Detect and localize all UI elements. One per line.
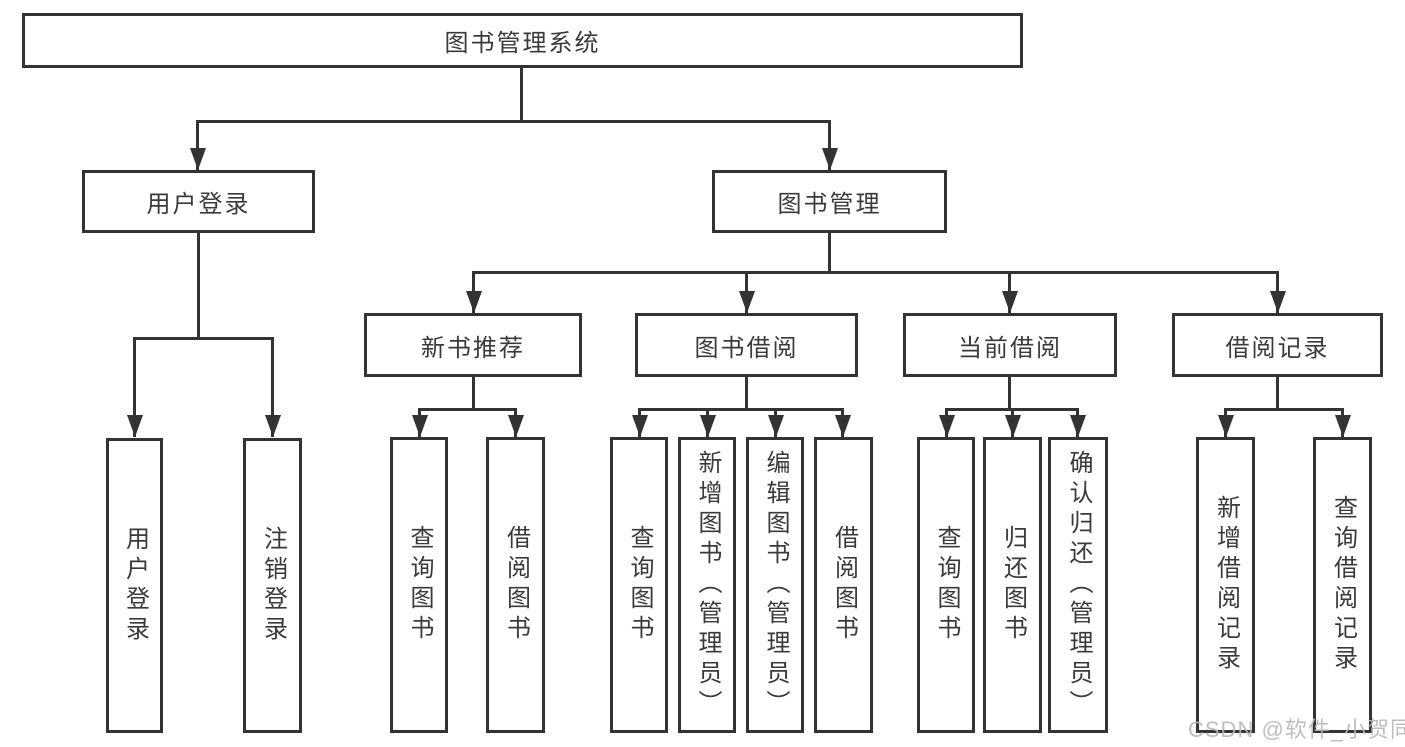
- connector-vline: [1008, 377, 1011, 408]
- node-label: 查询图书: [933, 525, 960, 645]
- leaf-logout: 注销登录: [243, 438, 302, 733]
- node-label: 借阅图书: [830, 525, 858, 645]
- connector-hline: [197, 120, 831, 123]
- arrow-down-icon: [1217, 408, 1234, 437]
- arrow-down-icon: [821, 120, 838, 170]
- arrow-down-icon: [738, 271, 755, 313]
- arrow-down-icon: [507, 408, 524, 437]
- connector-vline: [828, 233, 831, 271]
- arrow-down-icon: [1004, 408, 1021, 437]
- leaf-add-borrowing-record: 新增借阅记录: [1196, 437, 1255, 733]
- connector-vline: [472, 377, 475, 408]
- connector-hline: [638, 408, 843, 411]
- connector-vline: [1276, 377, 1279, 408]
- connector-vline: [197, 233, 200, 337]
- connector-hline: [418, 408, 516, 411]
- leaf-borrow-books: 借阅图书: [814, 437, 873, 733]
- node-label: 新增图书（管理员）: [694, 450, 721, 720]
- connector-hline: [133, 337, 273, 340]
- node-label: 当前借阅: [958, 334, 1062, 362]
- connector-vline: [520, 68, 523, 120]
- arrow-down-icon: [834, 408, 851, 437]
- leaf-query-books-current: 查询图书: [917, 437, 975, 733]
- connector-hline: [472, 271, 1278, 274]
- node-book-management: 图书管理: [712, 170, 947, 233]
- node-new-book-recommendation: 新书推荐: [364, 313, 582, 377]
- leaf-return-books: 归还图书: [983, 437, 1042, 733]
- arrow-down-icon: [189, 120, 206, 170]
- node-label: 新增借阅记录: [1212, 495, 1240, 675]
- node-label: 确认归还（管理员）: [1065, 450, 1092, 720]
- arrow-down-icon: [411, 408, 428, 437]
- leaf-query-books-recommendation: 查询图书: [390, 437, 448, 733]
- arrow-down-icon: [264, 337, 281, 437]
- leaf-user-login: 用户登录: [106, 438, 163, 733]
- node-borrowing-records: 借阅记录: [1172, 313, 1383, 377]
- node-label: 图书借阅: [694, 334, 799, 362]
- node-library-system: 图书管理系统: [22, 13, 1023, 68]
- node-label: 用户登录: [121, 525, 149, 646]
- node-label: 归还图书: [999, 525, 1027, 645]
- node-label: 用户登录: [146, 191, 251, 218]
- node-label: 查询借阅记录: [1329, 495, 1357, 675]
- leaf-edit-book-admin: 编辑图书（管理员）: [746, 437, 804, 733]
- node-label: 图书管理: [777, 191, 882, 218]
- csdn-watermark: CSDN @软件_小贺同学: [1188, 717, 1405, 742]
- leaf-borrow-books-recommendation: 借阅图书: [486, 437, 545, 733]
- connector-vline: [745, 377, 748, 408]
- node-label: 注销登录: [259, 525, 287, 646]
- arrow-down-icon: [1334, 408, 1351, 437]
- node-label: 查询图书: [626, 525, 653, 645]
- arrow-down-icon: [465, 271, 482, 313]
- node-user-login: 用户登录: [82, 170, 315, 233]
- node-current-borrowing: 当前借阅: [903, 313, 1117, 377]
- arrow-down-icon: [938, 408, 955, 437]
- connector-hline: [1224, 408, 1343, 411]
- leaf-add-book-admin: 新增图书（管理员）: [678, 437, 736, 733]
- arrow-down-icon: [1069, 408, 1086, 437]
- arrow-down-icon: [767, 408, 784, 437]
- node-label: 查询图书: [406, 525, 433, 645]
- leaf-query-books-borrowing: 查询图书: [610, 437, 668, 733]
- node-label: 借阅图书: [502, 525, 530, 645]
- arrow-down-icon: [126, 337, 143, 437]
- arrow-down-icon: [1269, 271, 1286, 313]
- node-label: 编辑图书（管理员）: [762, 450, 789, 720]
- node-book-borrowing: 图书借阅: [635, 313, 858, 377]
- arrow-down-icon: [631, 408, 648, 437]
- node-label: 借阅记录: [1225, 334, 1330, 362]
- leaf-query-borrowing-record: 查询借阅记录: [1313, 437, 1372, 733]
- node-label: 新书推荐: [421, 334, 525, 362]
- leaf-confirm-return-admin: 确认归还（管理员）: [1048, 437, 1108, 733]
- arrow-down-icon: [699, 408, 716, 437]
- node-label: 图书管理系统: [444, 30, 601, 57]
- arrow-down-icon: [1001, 271, 1018, 313]
